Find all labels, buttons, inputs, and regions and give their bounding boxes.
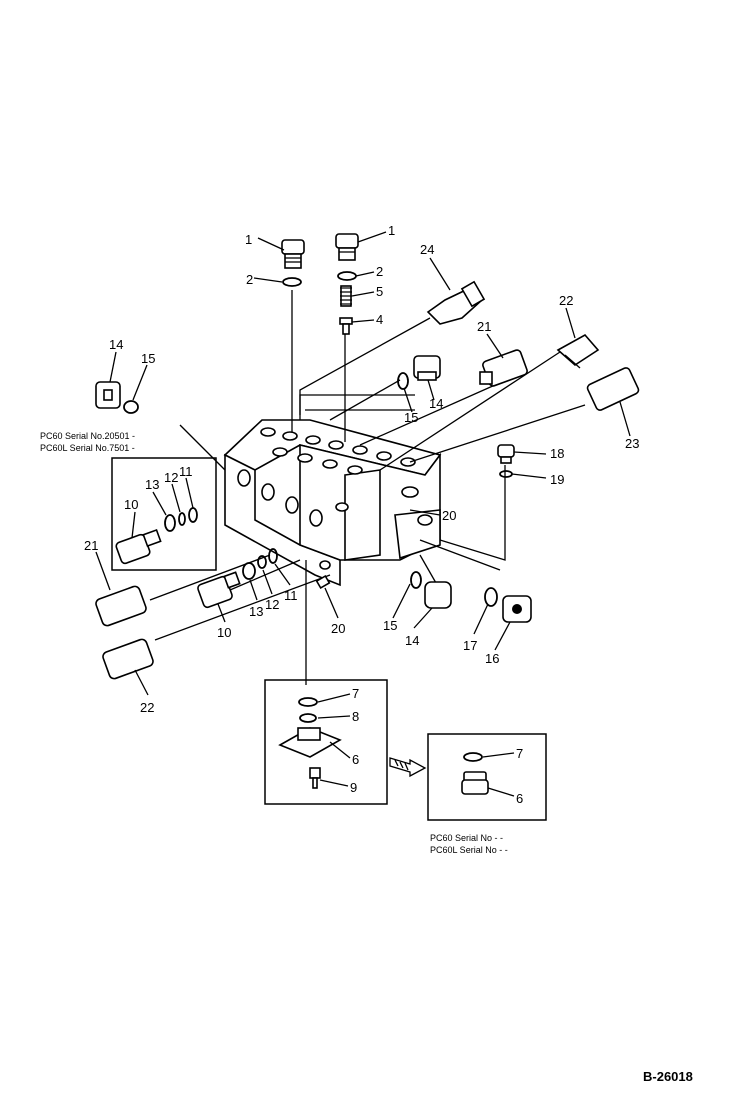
callout-2-left: 2 — [246, 272, 253, 287]
callout-11-inset: 11 — [179, 464, 193, 479]
callout-13-inset: 13 — [145, 477, 159, 492]
ring-11-lower — [268, 548, 278, 564]
callout-14-upper-right: 14 — [429, 396, 443, 411]
poppet-4 — [339, 317, 353, 335]
plug-6 — [461, 771, 489, 795]
o-ring-15-lower — [410, 571, 422, 589]
bolt-9 — [309, 767, 321, 789]
callout-17: 17 — [463, 638, 477, 653]
ring-8 — [299, 713, 317, 723]
callout-12-inset: 12 — [164, 470, 178, 485]
flange-6 — [278, 727, 342, 758]
plug-20-lower — [315, 574, 331, 590]
alternative-arrow — [389, 757, 427, 778]
ring-12-lower — [257, 555, 267, 569]
callout-15-upper-left: 15 — [141, 351, 155, 366]
valve-10-lower — [197, 571, 241, 609]
o-ring-15-upper-left — [123, 400, 139, 414]
callout-labels: 1 1 2 2 5 4 24 22 21 23 14 15 15 14 18 1… — [40, 223, 693, 1084]
callout-7-flange: 7 — [352, 686, 359, 701]
o-ring-7-flange — [298, 697, 318, 707]
callout-23: 23 — [625, 436, 639, 451]
valve-22-upper — [556, 333, 600, 369]
callout-10-lower: 10 — [217, 625, 231, 640]
o-ring-15-upper-right — [397, 372, 409, 390]
o-ring-13-inset — [164, 514, 176, 532]
callout-18: 18 — [550, 446, 564, 461]
valve-21-lower — [95, 585, 147, 627]
control-valve-body — [223, 419, 442, 587]
plug-18 — [497, 444, 515, 464]
o-ring-2-left — [282, 277, 302, 287]
valve-21-upper — [479, 349, 528, 387]
callout-8: 8 — [352, 709, 359, 724]
callout-20-lower: 20 — [331, 621, 345, 636]
inset-box-serial-range — [111, 457, 217, 571]
valve-10-inset — [115, 528, 162, 565]
callout-12-lower: 12 — [265, 597, 279, 612]
plug-14-lower — [424, 581, 452, 609]
o-ring-7-plug — [463, 752, 483, 762]
drawing-code: B-26018 — [643, 1069, 693, 1084]
o-ring-19 — [499, 470, 513, 478]
callout-4: 4 — [376, 312, 383, 327]
callout-1-right: 1 — [388, 223, 395, 238]
serial-note-bottom-pc60: PC60 Serial No - - — [430, 833, 503, 843]
callout-24: 24 — [420, 242, 434, 257]
serial-note-bottom-pc60l: PC60L Serial No - - — [430, 845, 508, 855]
callout-9: 9 — [350, 780, 357, 795]
spring-5 — [340, 285, 352, 307]
inset-box-plug — [427, 733, 547, 821]
plug-1-right — [335, 233, 359, 261]
plug-16 — [502, 595, 532, 623]
inset-box-flange — [264, 679, 388, 805]
serial-note-top-pc60l: PC60L Serial No.7501 - — [40, 443, 135, 453]
callout-leaders — [95, 231, 631, 797]
callout-7-plug: 7 — [516, 746, 523, 761]
callout-19: 19 — [550, 472, 564, 487]
callout-22-upper: 22 — [559, 293, 573, 308]
callout-2-right: 2 — [376, 264, 383, 279]
callout-21-lower: 21 — [84, 538, 98, 553]
callout-6-plug: 6 — [516, 791, 523, 806]
valve-24 — [426, 280, 486, 325]
callout-20-upper: 20 — [442, 508, 456, 523]
callout-5: 5 — [376, 284, 383, 299]
o-ring-13-lower — [242, 562, 256, 580]
callout-1-left: 1 — [245, 232, 252, 247]
plug-14-upper-left — [95, 381, 121, 409]
callout-16: 16 — [485, 651, 499, 666]
callout-15-upper-right: 15 — [404, 410, 418, 425]
plug-1-left — [281, 239, 305, 269]
callout-6-flange: 6 — [352, 752, 359, 767]
o-ring-17 — [484, 587, 498, 607]
o-ring-2-right — [337, 271, 357, 281]
callout-10-inset: 10 — [124, 497, 138, 512]
callout-22-lower: 22 — [140, 700, 154, 715]
callout-13-lower: 13 — [249, 604, 263, 619]
ring-12-inset — [178, 512, 186, 526]
callout-11-lower: 11 — [284, 588, 298, 603]
valve-23 — [586, 367, 640, 411]
serial-note-top-pc60: PC60 Serial No.20501 - — [40, 431, 135, 441]
ring-11-inset — [188, 507, 198, 523]
callout-21-upper: 21 — [477, 319, 491, 334]
plug-14-upper-right — [413, 355, 441, 381]
valve-22-lower — [102, 638, 154, 680]
callout-14-lower: 14 — [405, 633, 419, 648]
body-ports — [237, 427, 433, 570]
callout-14-upper-left: 14 — [109, 337, 123, 352]
callout-15-lower: 15 — [383, 618, 397, 633]
assembly-lines — [149, 290, 586, 685]
